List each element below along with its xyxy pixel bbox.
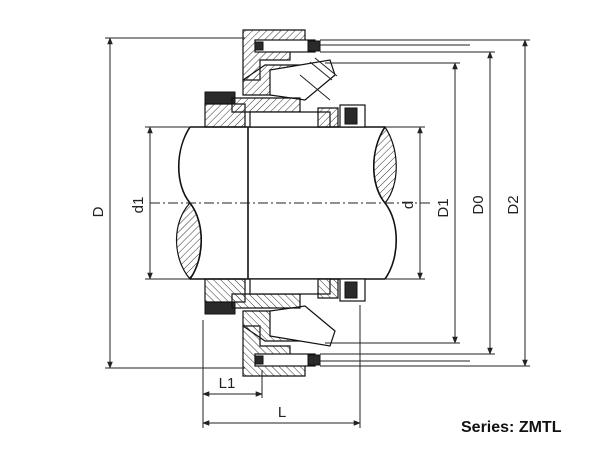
label-D: D [90, 206, 107, 217]
label-d1: d1 [130, 197, 147, 214]
label-L1: L1 [219, 375, 236, 392]
shaft [150, 125, 430, 280]
label-d: d [400, 201, 417, 209]
label-D0: D0 [470, 195, 487, 214]
dimension-lines [107, 37, 528, 426]
label-L: L [278, 404, 286, 421]
series-caption: Series: ZMTL [461, 419, 562, 436]
seal-lower-half [204, 278, 470, 377]
label-D2: D2 [505, 195, 522, 214]
label-D1: D1 [435, 198, 452, 217]
seal-upper-half [204, 29, 470, 128]
extension-lines [105, 37, 530, 428]
